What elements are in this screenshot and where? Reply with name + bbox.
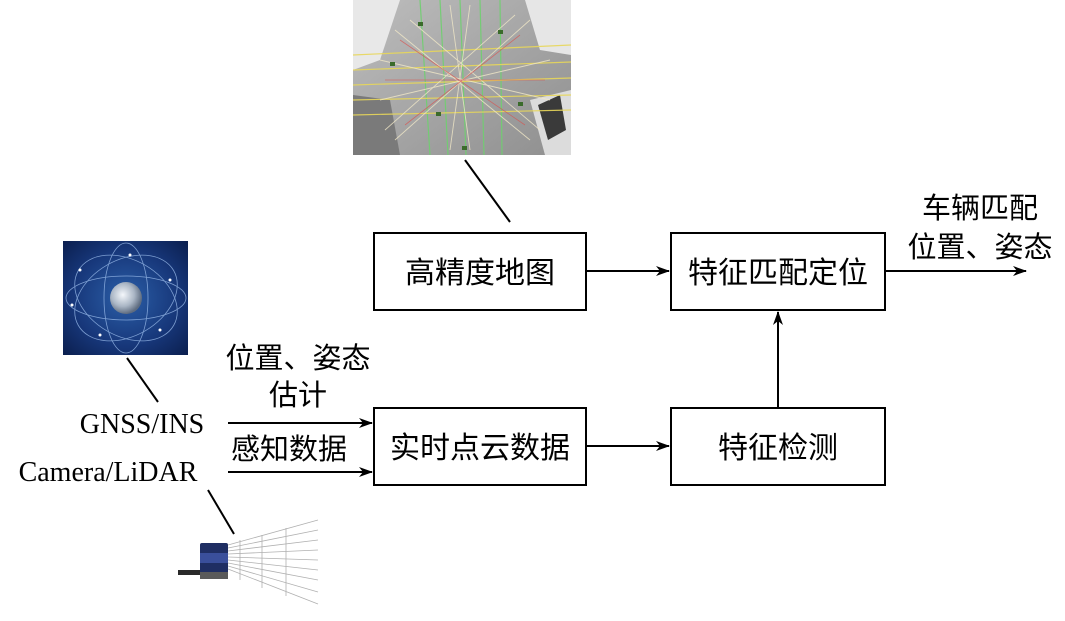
- pose-estimate-label-line2: 估计: [269, 378, 327, 412]
- hd-map-label: 高精度地图: [405, 256, 555, 291]
- map-connector-line: [464, 159, 511, 223]
- hd-map-box: 高精度地图: [373, 232, 587, 311]
- output-label-line1: 车辆匹配: [922, 191, 1038, 225]
- point-cloud-label: 实时点云数据: [390, 431, 570, 466]
- feature-detection-label: 特征检测: [718, 431, 838, 466]
- satellite-globe-image: [63, 241, 188, 355]
- lidar-sensor-image: [178, 519, 319, 605]
- intersection-map-image: [352, 0, 572, 156]
- feature-matching-label: 特征匹配定位: [688, 256, 868, 291]
- lidar-connector-line: [207, 489, 235, 535]
- perception-data-label: 感知数据: [231, 432, 347, 466]
- pose-estimate-label-line1: 位置、姿态: [225, 341, 370, 375]
- feature-detection-box: 特征检测: [670, 407, 886, 486]
- gnss-ins-label: GNSS/INS: [80, 409, 204, 440]
- camera-lidar-label: Camera/LiDAR: [19, 457, 198, 488]
- feature-matching-box: 特征匹配定位: [670, 232, 886, 311]
- point-cloud-box: 实时点云数据: [373, 407, 587, 486]
- output-label-line2: 位置、姿态: [907, 230, 1052, 264]
- satellite-connector-line: [126, 357, 159, 403]
